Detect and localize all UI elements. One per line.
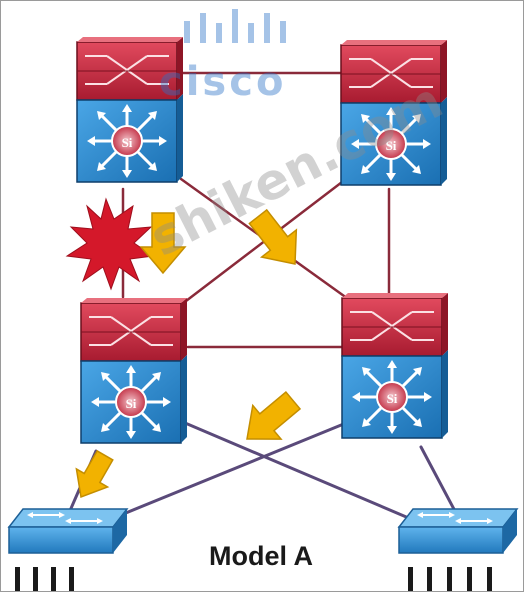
model-caption: Model A — [151, 541, 371, 572]
cisco-logo-text: cisco — [159, 59, 286, 105]
